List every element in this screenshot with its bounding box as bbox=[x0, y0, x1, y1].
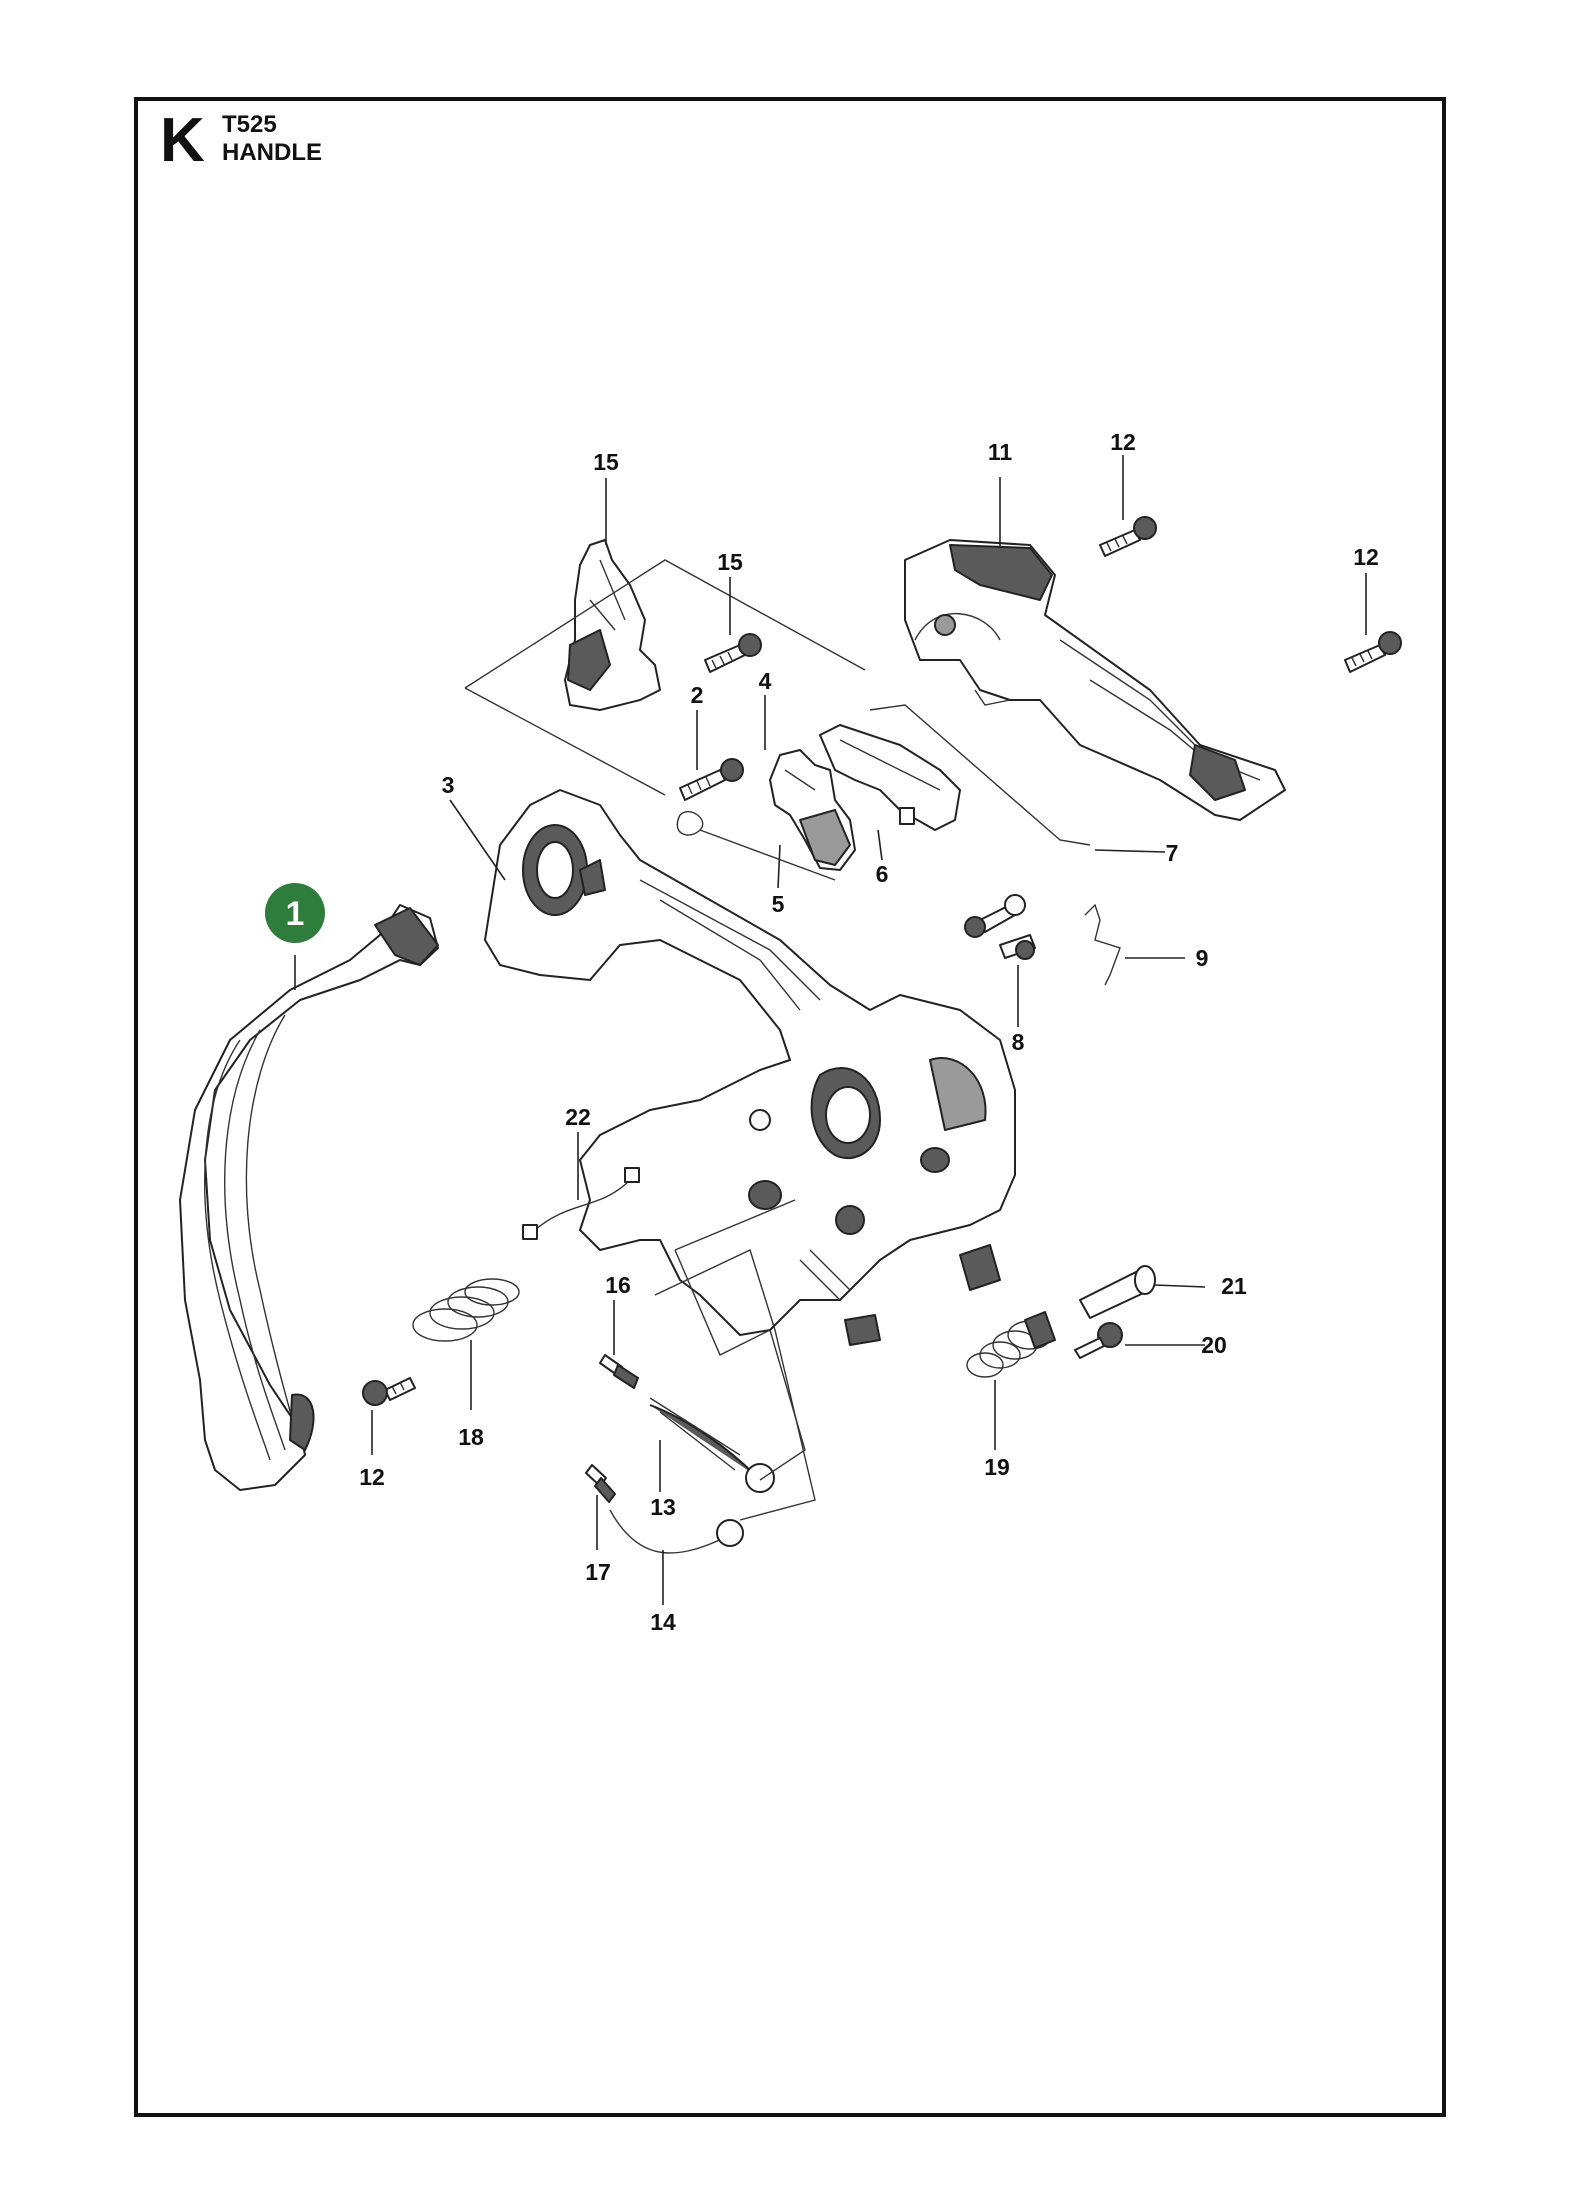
callout-7: 7 bbox=[1166, 840, 1179, 866]
part-spring-19 bbox=[966, 1311, 1056, 1378]
callout-15-top: 16 bbox=[605, 1272, 631, 1298]
callout-labels: 15 15 2 4 3 5 6 7 8 9 11 12 12 12 13 14 … bbox=[359, 429, 1379, 1635]
callout-15-bottom: 17 bbox=[585, 1559, 611, 1585]
assembly-outlines bbox=[464, 559, 866, 1521]
part-clip-9 bbox=[1084, 903, 1121, 986]
callout-11: 11 bbox=[988, 439, 1013, 465]
callout-13: 13 bbox=[650, 1494, 676, 1520]
callout-20: 20 bbox=[1201, 1332, 1227, 1358]
callout-12-right: 12 bbox=[1353, 544, 1379, 570]
screw-17 bbox=[704, 633, 762, 673]
callout-4: 4 bbox=[759, 668, 772, 694]
connector-15a bbox=[599, 1354, 639, 1389]
part-rear-handle bbox=[484, 789, 1016, 1346]
part-cable-22 bbox=[522, 1167, 640, 1240]
part-top-cover bbox=[904, 539, 1286, 821]
screw-20 bbox=[1074, 1322, 1123, 1359]
callout-22: 22 bbox=[565, 1104, 591, 1130]
model-number: T525 bbox=[222, 111, 277, 138]
section-letter: K bbox=[160, 106, 205, 175]
connector-15b bbox=[585, 1464, 616, 1503]
callout-8: 8 bbox=[1012, 1029, 1025, 1055]
part-wire-13 bbox=[649, 1397, 775, 1493]
part-front-handle-bar bbox=[179, 904, 439, 1491]
part-rod bbox=[869, 704, 1091, 846]
callout-12-top: 12 bbox=[1110, 429, 1136, 455]
pin-21 bbox=[1079, 1265, 1156, 1319]
part-spring bbox=[676, 811, 836, 881]
part-throttle-trigger bbox=[769, 749, 856, 871]
callout-21: 21 bbox=[1221, 1273, 1247, 1299]
callout-19: 19 bbox=[984, 1454, 1010, 1480]
screw-12-left bbox=[362, 1377, 416, 1406]
callout-9: 9 bbox=[1196, 945, 1209, 971]
part-throttle-lockout bbox=[819, 724, 961, 831]
screw-12-top bbox=[1099, 516, 1157, 557]
callout-14: 14 bbox=[650, 1609, 676, 1635]
callout-16: 15 bbox=[593, 449, 619, 475]
callout-3: 3 bbox=[442, 772, 455, 798]
callout-leaders bbox=[294, 455, 1367, 1605]
callout-6: 6 bbox=[876, 861, 889, 887]
screw-12-right bbox=[1344, 631, 1402, 673]
part-linkage-8 bbox=[964, 894, 1036, 960]
part-wire-14 bbox=[609, 1509, 744, 1554]
part-spring-18 bbox=[412, 1278, 520, 1342]
page-title: HANDLE bbox=[222, 139, 322, 166]
callout-2: 2 bbox=[691, 682, 704, 708]
item-1-badge: 1 bbox=[265, 883, 325, 943]
callout-18: 18 bbox=[458, 1424, 484, 1450]
callout-12-left: 12 bbox=[359, 1464, 385, 1490]
callout-5: 5 bbox=[772, 891, 785, 917]
callout-17: 15 bbox=[717, 549, 743, 575]
item-1-badge-label: 1 bbox=[286, 895, 305, 933]
page-frame bbox=[134, 97, 1446, 2117]
part-latch bbox=[564, 539, 661, 711]
screw-2 bbox=[679, 758, 744, 801]
